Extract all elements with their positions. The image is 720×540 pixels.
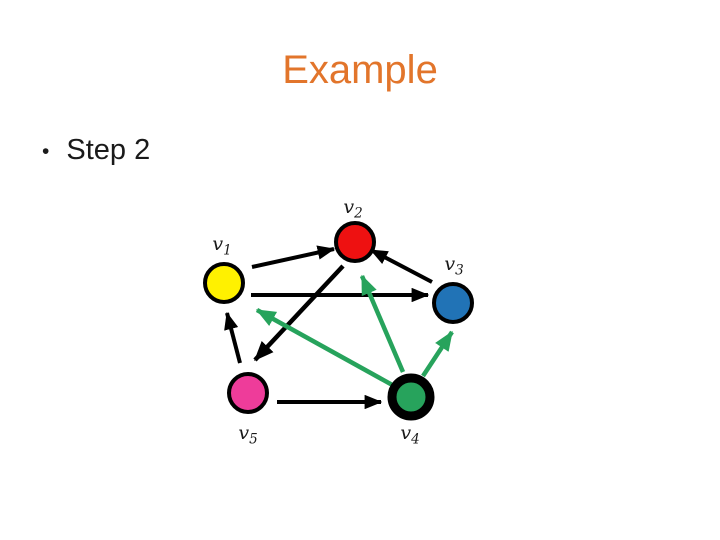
edge-v4-v1 (255, 308, 398, 389)
edge-v2-v5 (253, 264, 345, 362)
bullet-item: • Step 2 (42, 134, 150, 167)
node-v5 (227, 372, 269, 414)
bullet-icon: • (42, 139, 50, 163)
node-v2 (334, 221, 376, 263)
node-label-v4: v4 (400, 422, 419, 448)
bullet-text: Step 2 (66, 134, 151, 166)
node-label-v1: v1 (212, 233, 231, 259)
node-label-v5: v5 (238, 422, 257, 448)
node-label-v2: v2 (343, 196, 362, 222)
node-v3 (432, 282, 474, 324)
edge-v4-v2 (359, 274, 406, 373)
edge-v5-v1 (224, 311, 242, 364)
edge-v4-v3 (421, 330, 454, 378)
node-label-v3: v3 (444, 253, 463, 279)
slide-title: Example (282, 48, 438, 92)
edge-layer (224, 245, 454, 410)
edge-v1-v2 (251, 245, 336, 269)
label-layer: v1 v2 v3 v4 v5 (212, 196, 463, 448)
edge-v3-v2 (369, 248, 433, 284)
node-layer (203, 221, 474, 421)
node-v4 (387, 373, 435, 421)
node-v1 (203, 262, 245, 304)
